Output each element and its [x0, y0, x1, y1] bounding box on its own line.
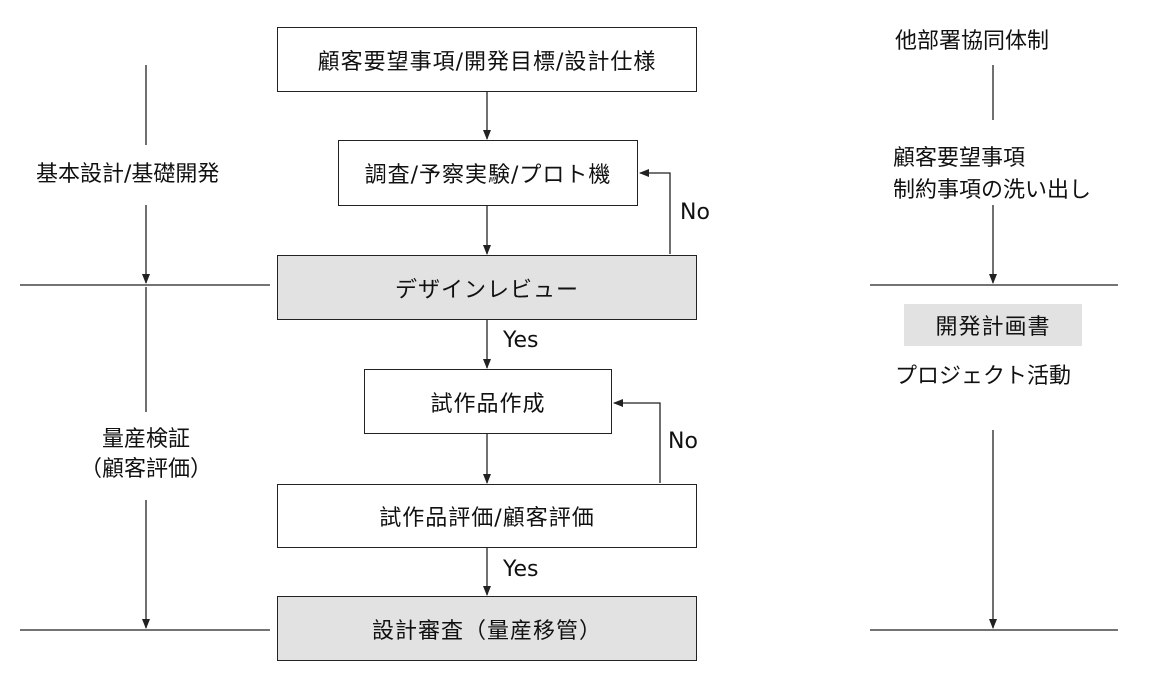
phase2-line2: （顧客評価） [79, 457, 212, 482]
right-line2: 制約事項の洗い出し [893, 178, 1092, 203]
box-trial-production: 試作品作成 [364, 369, 612, 434]
no-loop-2 [613, 399, 661, 483]
box-customer-requirements: 顧客要望事項/開発目標/設計仕様 [277, 27, 697, 92]
no-label-2: No [668, 429, 698, 454]
right-line1: 顧客要望事項 [893, 146, 1026, 171]
phase-mass-production-verification: 量産検証 （顧客評価） [60, 425, 232, 485]
yes-label-2: Yes [503, 557, 539, 582]
no-loop-1 [639, 169, 671, 254]
right-title: 他部署協同体制 [895, 29, 1050, 54]
phase-basic-design: 基本設計/基礎開発 [36, 162, 220, 187]
no-label-1: No [680, 200, 710, 225]
box-design-audit: 設計審査（量産移管） [277, 596, 697, 661]
box-trial-evaluation: 試作品評価/顧客評価 [277, 484, 697, 548]
project-activity: プロジェクト活動 [895, 364, 1072, 389]
yes-label-1: Yes [503, 328, 539, 353]
box-design-review: デザインレビュー [277, 255, 697, 320]
development-plan-tag: 開発計画書 [904, 304, 1082, 346]
phase2-line1: 量産検証 [101, 427, 190, 452]
box-research-prototype: 調査/予察実験/プロト機 [338, 140, 638, 206]
